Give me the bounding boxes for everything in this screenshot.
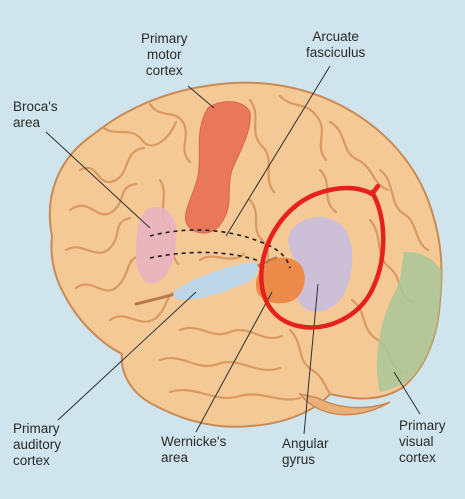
leader-visual-cortex — [393, 371, 421, 415]
leader-motor-cortex — [187, 85, 215, 109]
label-wernickes-area: Wernicke's area — [161, 434, 226, 466]
label-brocas-area: Broca's area — [13, 99, 58, 131]
label-line: gyrus — [282, 452, 316, 467]
label-line: cortex — [13, 453, 50, 468]
leader-wernickes-area — [195, 291, 273, 433]
label-line: area — [13, 115, 41, 130]
cerebellum — [298, 392, 391, 416]
label-line: auditory — [13, 437, 62, 452]
label-line: Primary — [399, 418, 446, 433]
label-line: visual — [399, 434, 434, 449]
label-line: fasciculus — [306, 45, 366, 60]
leader-arcuate-fasciculus — [225, 65, 331, 237]
label-line: cortex — [145, 63, 183, 78]
label-line: area — [161, 450, 189, 465]
label-line: cortex — [399, 450, 436, 465]
brocas-area-region — [136, 206, 177, 284]
label-line: Primary — [13, 421, 60, 436]
label-angular-gyrus: Angular gyrus — [282, 436, 329, 468]
label-primary-visual-cortex: Primary visual cortex — [399, 418, 446, 466]
primary-auditory-cortex-region — [173, 262, 259, 300]
label-primary-auditory-cortex: Primary auditory cortex — [13, 421, 61, 469]
label-line: Broca's — [13, 99, 58, 114]
highlight-circle — [259, 183, 386, 330]
label-line: motor — [146, 47, 182, 62]
leader-brocas-area — [45, 131, 151, 229]
leader-lines — [45, 65, 421, 435]
arcuate-fasciculus-path — [149, 229, 291, 269]
label-line: Wernicke's — [161, 434, 227, 449]
primary-motor-cortex-region — [185, 101, 251, 234]
label-line: Arcuate — [312, 29, 359, 44]
angular-gyrus-region — [288, 217, 353, 312]
wernickes-area-region — [255, 257, 305, 304]
label-arcuate-fasciculus: Arcuate fasciculus — [306, 29, 365, 61]
leader-auditory-cortex — [57, 291, 197, 421]
leader-angular-gyrus — [303, 283, 319, 435]
label-line: Primary — [141, 31, 188, 46]
label-primary-motor-cortex: Primary motor cortex — [141, 31, 188, 79]
label-line: Angular — [282, 436, 329, 451]
